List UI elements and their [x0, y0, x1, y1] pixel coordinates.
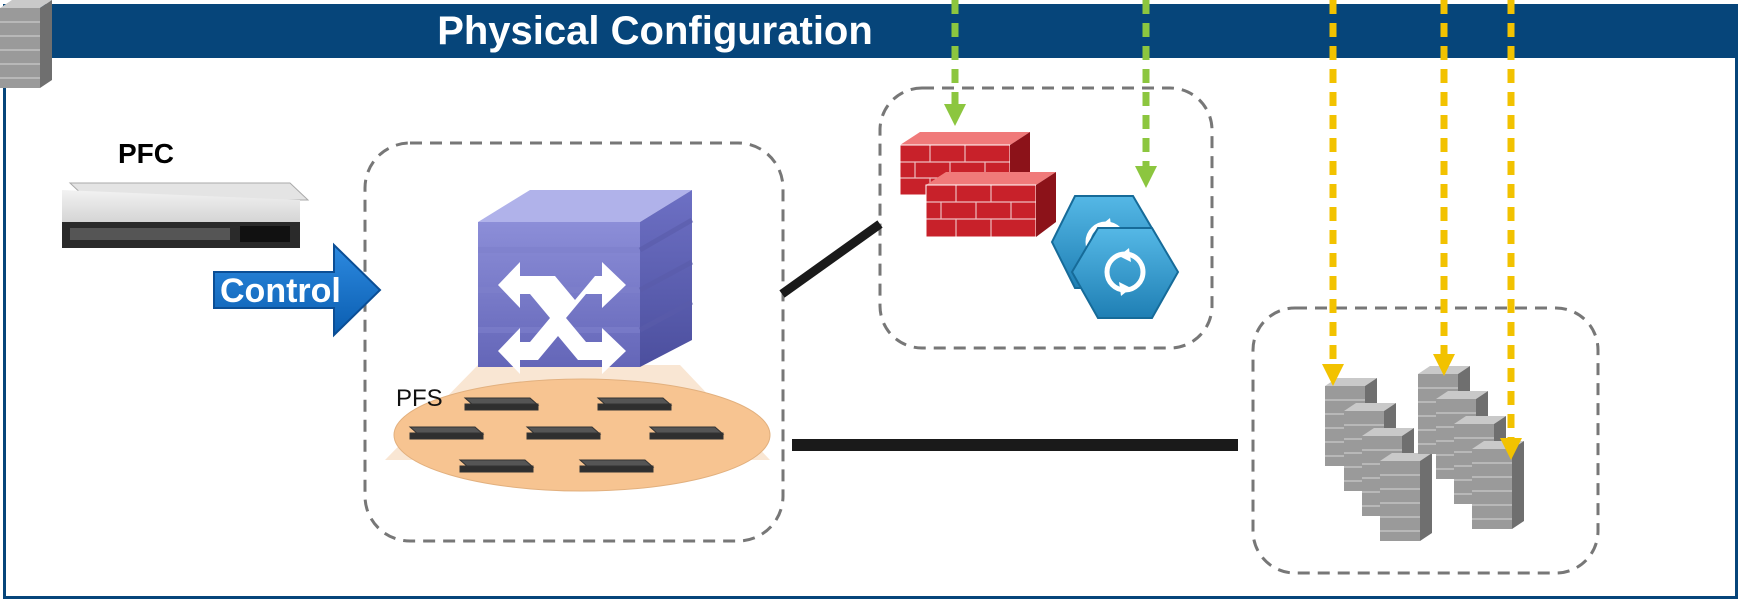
page-title: Physical Configuration	[437, 9, 873, 53]
pfc-server-icon	[62, 182, 310, 248]
yellow-flow-arrows	[1329, 0, 1515, 440]
yellow-arrowhead	[1322, 364, 1344, 386]
services-group-box	[878, 86, 1214, 350]
link-switch-to-services	[779, 220, 883, 298]
server-rack-icons	[0, 0, 1525, 542]
control-arrow	[213, 242, 382, 338]
switch-group-box	[363, 141, 785, 543]
switch-cube-icon	[478, 190, 694, 374]
pfs-label: PFS	[396, 385, 443, 412]
title-bar	[3, 4, 1738, 58]
yellow-arrowhead	[1500, 438, 1522, 460]
pfc-label: PFC	[118, 138, 174, 169]
green-flow-arrows	[951, 0, 1150, 168]
firewall-icons	[899, 132, 1056, 238]
yellow-arrowhead	[1433, 354, 1455, 376]
servers-group-box	[1251, 306, 1600, 575]
pfs-switch-icons	[408, 397, 725, 473]
green-arrowhead	[1135, 166, 1157, 188]
load-balancer-icons	[1050, 195, 1180, 319]
green-arrowhead	[944, 104, 966, 126]
control-label: Control	[220, 272, 341, 310]
